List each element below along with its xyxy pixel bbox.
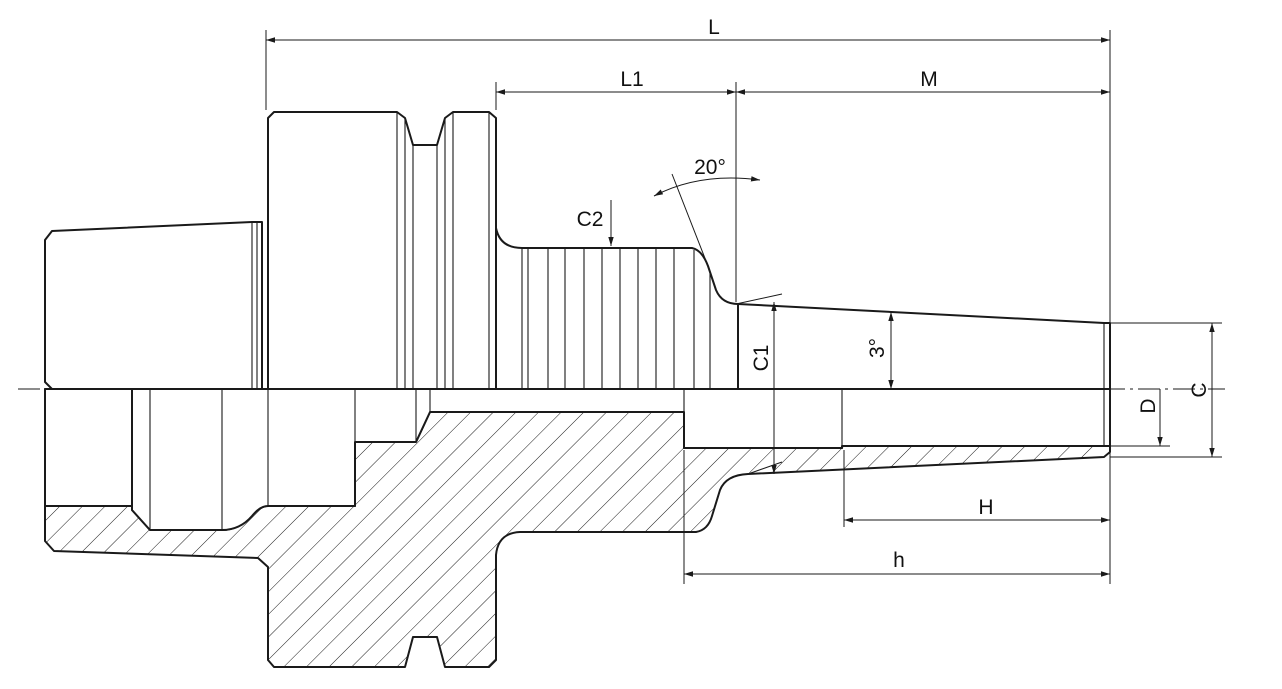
dim-h-label: h — [893, 549, 905, 572]
flange-body — [267, 111, 497, 389]
dim-L1-label: L1 — [620, 68, 643, 91]
dim-C1-ext — [735, 293, 783, 305]
angle-20-label: 20° — [694, 156, 726, 179]
dim-C2-label: C2 — [577, 208, 604, 231]
collet-bore — [44, 388, 133, 507]
dim-M-label: M — [920, 68, 938, 91]
angle-20-ext — [671, 173, 709, 267]
dim-C1-ext — [747, 461, 783, 475]
dim-L-label: L — [708, 16, 720, 39]
angle-3-label: 3° — [866, 338, 889, 358]
ribbed-body — [495, 227, 739, 389]
dim-D-label: D — [1137, 398, 1160, 413]
lower-section-view — [44, 388, 1111, 668]
dim-H-label: H — [978, 496, 993, 519]
dim-C1-label: C1 — [750, 345, 773, 372]
taper-shank — [44, 221, 263, 390]
dim-C-label: C — [1188, 382, 1211, 397]
inner-cavity — [131, 388, 1111, 531]
angle-20-arc — [653, 176, 761, 197]
dimension-lines: L L1 M 20° C2 C1 3° D C H h — [265, 16, 1222, 584]
